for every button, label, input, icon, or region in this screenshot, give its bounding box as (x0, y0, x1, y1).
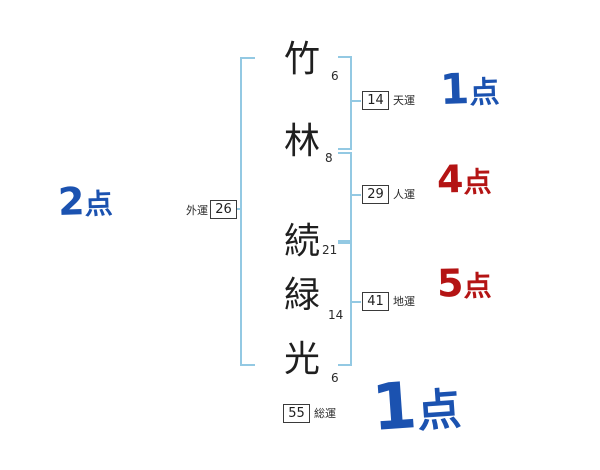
name-char-5: 光 (284, 339, 321, 380)
name-char-2: 林 (284, 121, 321, 162)
outer-luck-score-number: 2 (57, 179, 86, 224)
heaven-luck-score: 1点 (439, 64, 500, 115)
outer-luck-value-box: 26 (210, 200, 237, 219)
total-luck-label: 総運 (314, 407, 336, 420)
stroke-count-3: 21 (322, 243, 338, 257)
outer-luck-tick (236, 208, 241, 210)
person-luck-score-unit: 点 (463, 165, 492, 200)
stroke-count-1: 6 (331, 69, 339, 83)
outer-luck-label: 外運 (186, 204, 208, 217)
stroke-count-4: 14 (328, 308, 344, 322)
person-luck-score: 4点 (436, 157, 492, 202)
outer-luck-score-unit: 点 (83, 187, 114, 222)
outer-luck-bracket (240, 57, 255, 366)
name-char-4: 緑 (284, 275, 321, 316)
stroke-count-5: 6 (331, 371, 339, 385)
earth-luck-score-unit: 点 (463, 269, 492, 304)
earth-luck-value-box: 41 (362, 292, 389, 311)
name-char-1: 竹 (284, 39, 321, 80)
person-luck-value-box: 29 (362, 185, 389, 204)
earth-luck-tick (350, 301, 361, 303)
person-luck-tick (350, 194, 361, 196)
heaven-luck-score-unit: 点 (468, 74, 500, 111)
total-luck-score-unit: 点 (415, 383, 463, 438)
stroke-count-2: 8 (325, 151, 333, 165)
name-char-3: 続 (284, 221, 321, 262)
earth-luck-score: 5点 (436, 261, 492, 306)
earth-luck-bracket (338, 242, 352, 366)
heaven-luck-score-number: 1 (439, 64, 471, 115)
total-luck-score-number: 1 (369, 369, 420, 446)
earth-luck-score-number: 5 (436, 261, 464, 306)
heaven-luck-label: 天運 (393, 94, 415, 107)
heaven-luck-bracket (338, 56, 352, 150)
heaven-luck-value-box: 14 (362, 91, 389, 110)
total-luck-value-box: 55 (283, 404, 310, 423)
heaven-luck-tick (350, 100, 361, 102)
person-luck-bracket (338, 152, 352, 242)
earth-luck-label: 地運 (393, 295, 415, 308)
person-luck-label: 人運 (393, 188, 415, 201)
total-luck-score: 1点 (370, 369, 463, 446)
person-luck-score-number: 4 (436, 157, 464, 202)
outer-luck-score: 2点 (57, 179, 114, 224)
